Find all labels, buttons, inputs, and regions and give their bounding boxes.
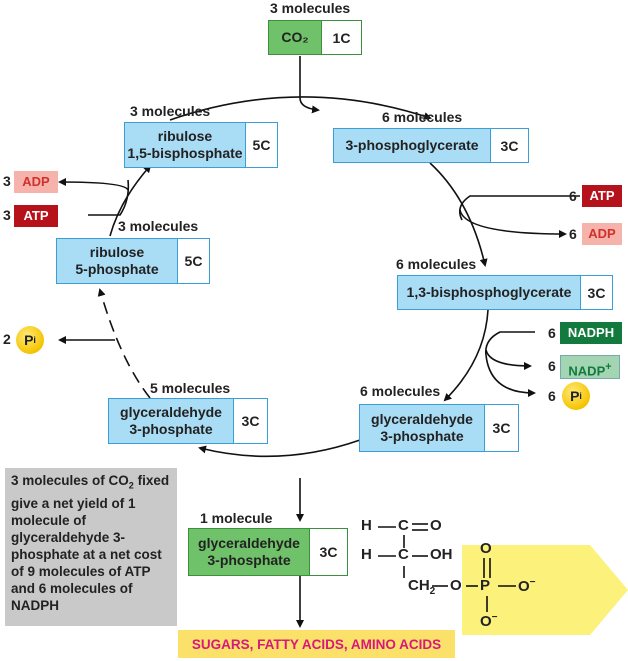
pga-name: 3-phosphoglycerate — [334, 129, 491, 162]
r5p-carbons: 5C — [184, 253, 203, 269]
struct-h2: H — [361, 546, 372, 563]
g3p-out-box: glyceraldehyde 3-phosphate 3C — [188, 528, 348, 576]
struct-o-right-text: O — [518, 578, 530, 595]
g3p-left-carbons: 3C — [241, 413, 260, 429]
bpg-qty: 6 molecules — [396, 256, 477, 272]
r5p-name-line1: ribulose — [89, 244, 145, 260]
left-adp-coef: 3 — [3, 173, 11, 189]
g3p-out-qty: 1 molecule — [200, 510, 273, 526]
r5p-name-line2: 5-phosphate — [75, 261, 159, 277]
struct-o-top: O — [480, 540, 492, 557]
g3p-out-name: glyceraldehyde 3-phosphate — [189, 529, 310, 575]
right-atp-tag: ATP — [582, 185, 622, 207]
note-line1: 3 molecules of CO — [11, 473, 129, 488]
right-nadp-label: NADP — [568, 363, 606, 379]
struct-o1: O — [430, 517, 442, 534]
rubp-name: ribulose 1,5-bisphosphate — [125, 123, 246, 167]
g3p-out-carbons: 3C — [319, 544, 338, 560]
g3p-right-name-line2: 3-phosphate — [380, 428, 464, 444]
g3p-left-box: glyceraldehyde 3-phosphate 3C — [108, 398, 268, 444]
co2-name: CO₂ — [269, 21, 322, 54]
right-nadph-tag: NADPH — [560, 322, 622, 344]
co2-box: CO₂ 1C — [268, 20, 362, 55]
g3p-right-qty: 6 molecules — [360, 383, 441, 399]
rubp-name-line2: 1,5-bisphosphate — [127, 145, 243, 161]
pga-qty: 6 molecules — [382, 109, 463, 125]
right-nadp-coef: 6 — [548, 358, 556, 374]
right-nadph-coef: 6 — [548, 325, 556, 341]
pga-carbons: 3C — [500, 137, 519, 154]
struct-c1: C — [398, 517, 409, 534]
left-pi-sub: i — [33, 335, 36, 345]
g3p-out-name-line1: glyceraldehyde — [198, 535, 300, 551]
g3p-right-box: glyceraldehyde 3-phosphate 3C — [359, 404, 519, 452]
bpg-name: 1,3-bisphosphoglycerate — [398, 276, 581, 309]
g3p-left-name-line1: glyceraldehyde — [120, 404, 222, 420]
right-adp-tag: ADP — [582, 223, 622, 245]
struct-p: P — [480, 577, 491, 594]
bpg-carbons: 3C — [587, 284, 606, 301]
g3p-right-name: glyceraldehyde 3-phosphate — [360, 405, 485, 451]
struct-o3: O — [450, 577, 462, 594]
g3p-right-carbons: 3C — [492, 420, 511, 436]
struct-ch2: CH2 — [408, 577, 435, 597]
r5p-qty: 3 molecules — [118, 218, 199, 234]
right-pi-label: P — [570, 388, 580, 404]
right-atp-coef: 6 — [569, 188, 577, 204]
struct-h1: H — [361, 517, 372, 534]
summary-note: 3 molecules of CO2 fixed give a net yiel… — [5, 468, 177, 626]
co2-carbons: 1C — [332, 29, 351, 46]
struct-ch2-sub: 2 — [429, 586, 436, 597]
g3p-left-qty: 5 molecules — [150, 380, 231, 396]
g3p-left-name-line2: 3-phosphate — [129, 421, 213, 437]
left-adp-tag: ADP — [14, 171, 58, 193]
rubp-carbons: 5C — [252, 137, 271, 153]
left-atp-coef: 3 — [3, 207, 11, 223]
struct-o-bottom-minus: − — [491, 612, 498, 623]
left-atp-tag: ATP — [14, 205, 58, 227]
struct-ch2-text: CH — [408, 577, 430, 594]
note-rest: fixed give a net yield of 1 molecule of … — [11, 473, 170, 613]
right-nadp-tag: NADP+ — [560, 355, 620, 379]
left-pi-label: P — [24, 332, 34, 348]
output-products: SUGARS, FATTY ACIDS, AMINO ACIDS — [178, 630, 455, 658]
right-adp-coef: 6 — [569, 226, 577, 242]
struct-o-right: O− — [518, 577, 536, 595]
g3p-right-name-line1: glyceraldehyde — [371, 411, 473, 427]
struct-o-right-minus: − — [529, 577, 536, 588]
right-pi-coef: 6 — [548, 388, 556, 404]
rubp-qty: 3 molecules — [130, 103, 211, 119]
left-pi-coef: 2 — [3, 331, 11, 347]
r5p-name: ribulose 5-phosphate — [57, 239, 178, 283]
right-nadp-sup: + — [605, 361, 612, 373]
bpg-box: 1,3-bisphosphoglycerate 3C — [397, 275, 613, 310]
rubp-name-line1: ribulose — [157, 128, 213, 144]
co2-qty: 3 molecules — [270, 0, 351, 16]
struct-o-bottom-text: O — [480, 613, 492, 630]
rubp-box: ribulose 1,5-bisphosphate 5C — [124, 122, 278, 168]
note-line1-sub: 2 — [128, 480, 134, 491]
right-pi-sub: i — [579, 391, 582, 401]
pga-box: 3-phosphoglycerate 3C — [333, 128, 529, 163]
g3p-out-name-line2: 3-phosphate — [207, 552, 291, 568]
g3p-left-name: glyceraldehyde 3-phosphate — [109, 399, 234, 443]
r5p-box: ribulose 5-phosphate 5C — [56, 238, 210, 284]
struct-o-bottom: O− — [480, 612, 498, 630]
struct-c2: C — [398, 546, 409, 563]
struct-oh: OH — [430, 546, 453, 563]
